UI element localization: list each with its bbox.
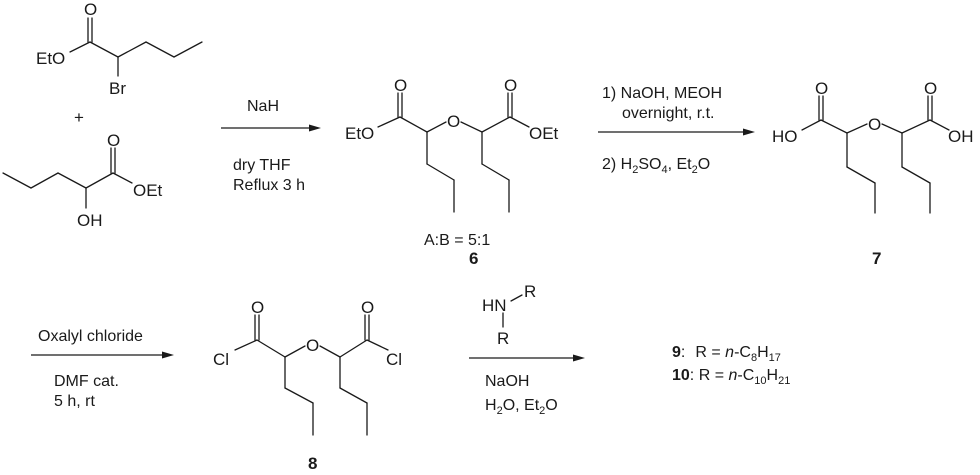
reagent-nah: NaH bbox=[247, 98, 279, 115]
compound-number-8: 8 bbox=[308, 454, 317, 473]
right-carbonyl-oxygen: O bbox=[504, 76, 517, 95]
reagent-h2so4-et2o: 2) H2SO4, Et2O bbox=[602, 156, 710, 176]
right-carbonyl-oxygen: O bbox=[924, 79, 937, 98]
compound-number-7: 7 bbox=[872, 249, 881, 268]
left-carbonyl-oxygen: O bbox=[815, 79, 828, 98]
left-chlorine-label: Cl bbox=[213, 350, 229, 369]
right-ethoxy-label: OEt bbox=[529, 124, 559, 143]
reaction-arrow-step2: 1) NaOH, MEOH overnight, r.t. 2) H2SO4, … bbox=[598, 85, 755, 176]
condition-overnight-rt: overnight, r.t. bbox=[622, 105, 715, 122]
left-hydroxyl-label: HO bbox=[772, 127, 798, 146]
reagent-naoh-meoh: 1) NaOH, MEOH bbox=[602, 85, 722, 102]
left-carbonyl-oxygen: O bbox=[251, 298, 264, 317]
compound-7-diacid: HO O O O OH 7 bbox=[772, 79, 974, 268]
left-ethoxy-label: EtO bbox=[345, 124, 374, 143]
base-naoh: NaOH bbox=[485, 373, 529, 390]
reactant-ethyl-2-hydroxypentanoate: O OEt OH bbox=[2, 131, 163, 230]
ether-oxygen: O bbox=[306, 336, 319, 355]
condition-reflux: Reflux 3 h bbox=[233, 177, 305, 194]
reactant-ethyl-2-bromopentanoate: EtO O Br bbox=[36, 0, 203, 98]
solvent-dry-thf: dry THF bbox=[233, 157, 291, 174]
bromine-label: Br bbox=[109, 79, 126, 98]
reaction-arrow-step3: Oxalyl chloride DMF cat. 5 h, rt bbox=[31, 328, 174, 410]
condition-5h-rt: 5 h, rt bbox=[54, 393, 95, 410]
right-carbonyl-oxygen: O bbox=[361, 298, 374, 317]
ester-ethoxy-label: EtO bbox=[36, 49, 65, 68]
plus-sign: + bbox=[74, 108, 84, 127]
amine-r2-label: R bbox=[497, 329, 509, 348]
catalyst-dmf: DMF cat. bbox=[54, 373, 119, 390]
compound-8-diacyl-chloride: Cl O O O Cl 8 bbox=[213, 298, 402, 473]
ether-oxygen: O bbox=[447, 112, 460, 131]
right-chlorine-label: Cl bbox=[386, 350, 402, 369]
reagent-oxalyl-chloride: Oxalyl chloride bbox=[38, 328, 143, 345]
carbonyl-oxygen-label: O bbox=[107, 131, 120, 150]
reaction-arrow-step4: HN R R NaOH H2O, Et2O bbox=[469, 282, 585, 417]
hydroxyl-label: OH bbox=[77, 211, 103, 230]
product-10-definition: 10: R = n-C10H21 bbox=[672, 367, 790, 387]
compound-number-6: 6 bbox=[469, 249, 478, 268]
right-hydroxyl-label: OH bbox=[948, 127, 974, 146]
ester-ethoxy-label: OEt bbox=[133, 181, 163, 200]
solvent-h2o-et2o: H2O, Et2O bbox=[485, 397, 558, 417]
ether-oxygen: O bbox=[868, 115, 881, 134]
amine-hn-label: HN bbox=[482, 296, 507, 315]
left-carbonyl-oxygen: O bbox=[394, 76, 407, 95]
amine-r1-label: R bbox=[524, 282, 536, 301]
compound-6-diester: EtO O O O OEt A:B = 5:1 6 bbox=[345, 76, 559, 268]
product-9-definition: 9:R = n-C8H17 bbox=[672, 344, 781, 364]
carbonyl-oxygen-label: O bbox=[84, 0, 97, 19]
diastereomer-ratio: A:B = 5:1 bbox=[424, 232, 490, 249]
reaction-arrow-step1: NaH dry THF Reflux 3 h bbox=[221, 98, 321, 194]
product-definitions: 9:R = n-C8H17 10: R = n-C10H21 bbox=[672, 344, 790, 387]
